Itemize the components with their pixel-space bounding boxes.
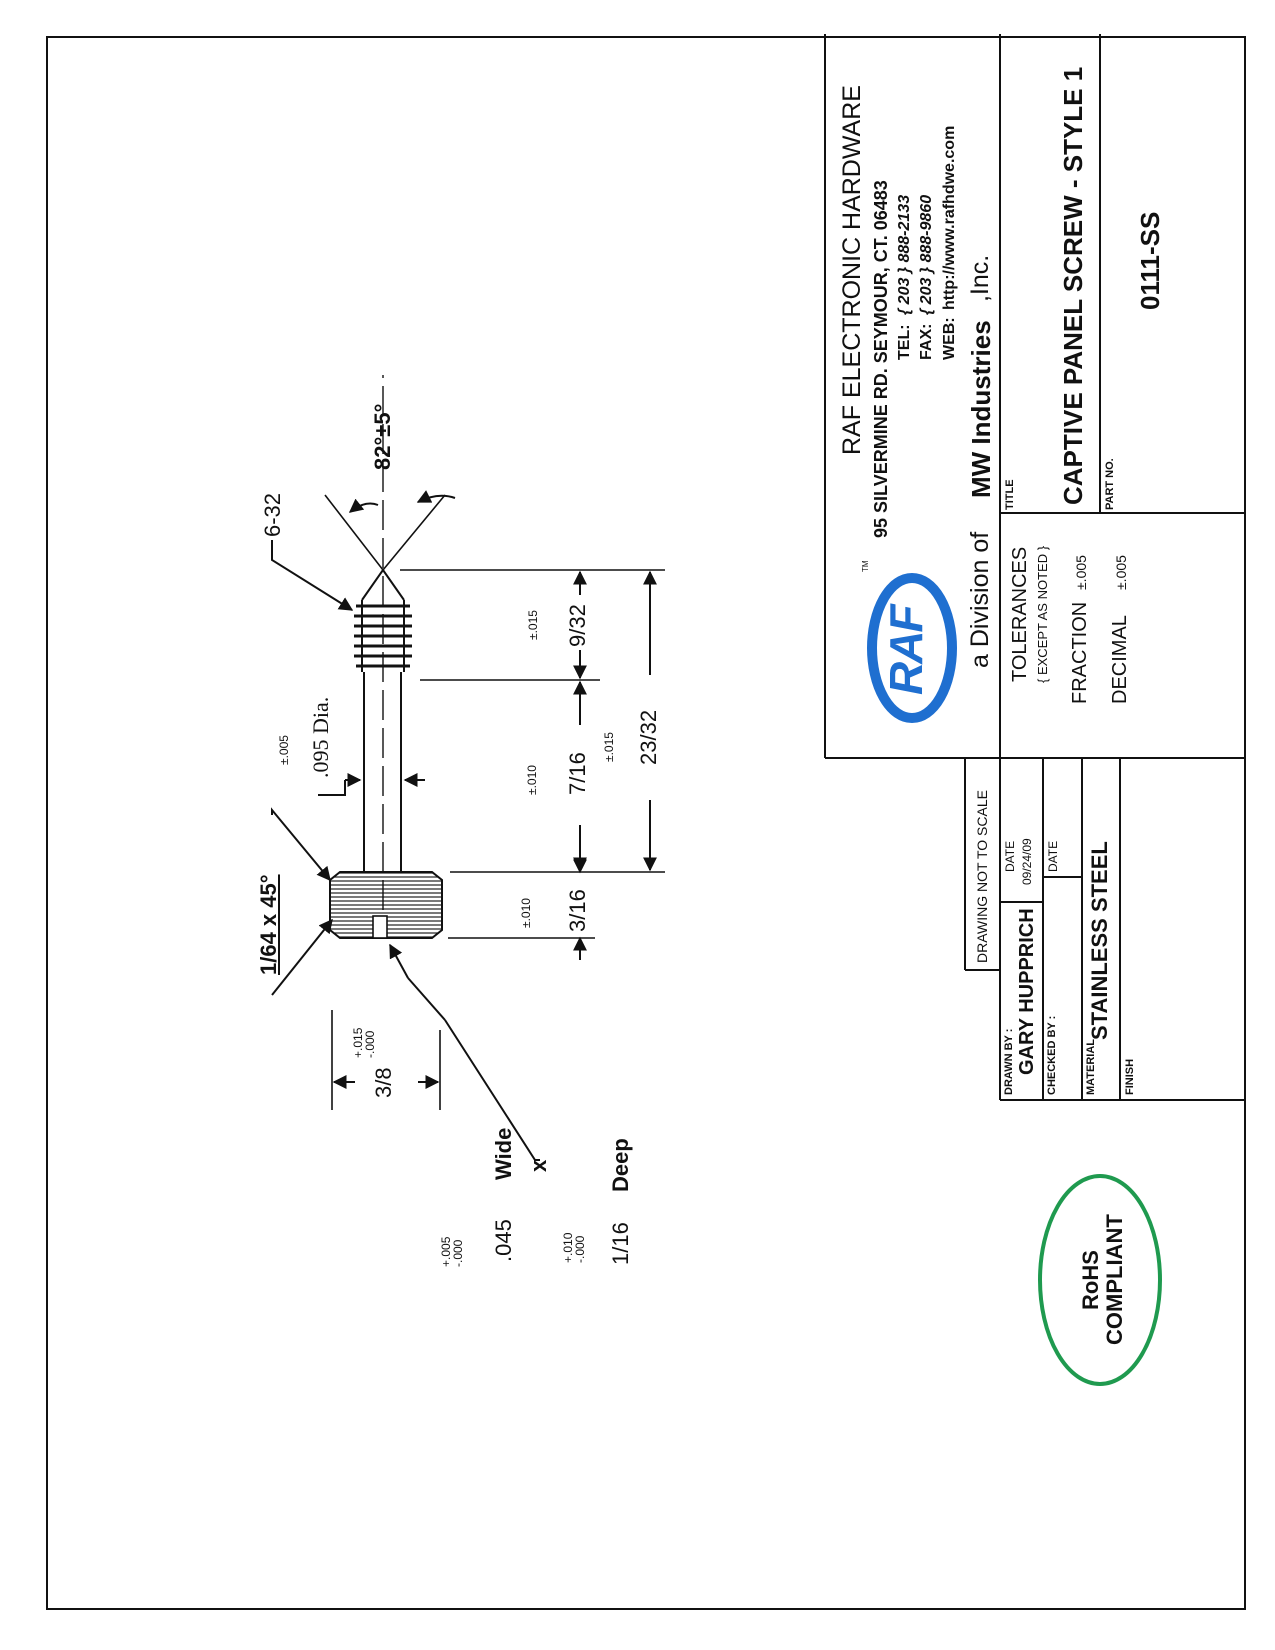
screw-shank: [363, 375, 402, 910]
thread-len-tol: ±.015: [526, 610, 540, 640]
extension-lines: [400, 569, 665, 939]
thread-spec: 6-32: [260, 492, 285, 537]
slot-depth-tol-minus: -.000: [573, 1235, 587, 1263]
slot-depth-tol: +.010 -.000: [561, 1233, 587, 1263]
chamfer-leader: [271, 807, 333, 996]
fax-label: FAX:: [918, 323, 935, 360]
chamfer-label: 1/64 x 45°: [256, 874, 281, 975]
title-block-lines: [824, 34, 1246, 1101]
decimal-label: DECIMAL: [1109, 615, 1131, 704]
raf-logo: [867, 573, 957, 723]
raf-logo-text: RAF: [880, 606, 932, 695]
screw-slot: [372, 915, 388, 939]
slot-width-label: Wide: [491, 1127, 516, 1180]
shank-len-tol: ±.010: [525, 765, 539, 795]
shank-dia-dimension: [318, 773, 425, 796]
drawn-by-label: DRAWN BY :: [1003, 1028, 1015, 1095]
material-label: MATERIAL: [1085, 1038, 1097, 1095]
screw-head: [329, 871, 443, 939]
division-prefix: a Division of: [966, 531, 994, 668]
tolerances-note: { EXCEPT AS NOTED }: [1035, 545, 1050, 683]
head-len-tol: ±.010: [519, 898, 533, 928]
part-no-value: 0111-SS: [1135, 211, 1165, 310]
shank-len-label: 7/16: [565, 752, 590, 795]
head-dia-tol: +.015 -.000: [351, 1028, 377, 1058]
title-label: TITLE: [1004, 479, 1016, 510]
fax-value: { 203 } 888-9860: [918, 194, 935, 315]
tel-value: { 203 } 888-2133: [896, 194, 913, 315]
slot-depth-value: 1/16: [608, 1222, 633, 1265]
thread-leader: [271, 540, 354, 611]
drawn-by-value: GARY HUPPRICH: [1016, 908, 1038, 1075]
head-dia-dim: [331, 1010, 441, 1110]
rohs-ellipse: [1038, 1174, 1162, 1386]
rohs-line2: COMPLIANT: [1102, 1214, 1127, 1345]
material-value: STAINLESS STEEL: [1087, 841, 1112, 1040]
slot-width-tol-minus: -.000: [451, 1239, 465, 1267]
rohs-line1: RoHS: [1078, 1250, 1103, 1310]
division-name: MW Industries: [966, 320, 996, 498]
overall-len-tol: ±.015: [602, 732, 616, 762]
slot-width-value: .045: [491, 1219, 516, 1262]
date-label: DATE: [1003, 840, 1017, 872]
slot-leader: [389, 943, 540, 1161]
head-len-label: 3/16: [565, 889, 590, 932]
tolerances-label: TOLERANCES: [1009, 546, 1031, 682]
head-dia-tol-minus: -.000: [363, 1030, 377, 1058]
angle-spec: 82°±5°: [370, 403, 395, 470]
decimal-tol: ±.005: [1113, 555, 1129, 590]
head-dia-label: 3/8: [371, 1067, 396, 1098]
fraction-label: FRACTION: [1069, 601, 1091, 704]
slot-x: x: [526, 1159, 551, 1172]
web-value: http://www.rafhdwe.com: [941, 125, 958, 310]
web-label: WEB:: [941, 317, 958, 360]
finish-label: FINISH: [1124, 1058, 1136, 1095]
tel-label: TEL:: [896, 324, 913, 360]
slot-width-tol: +.005 -.000: [439, 1237, 465, 1267]
company-name: RAF ELECTRONIC HARDWARE: [838, 85, 866, 455]
company-address: 95 SILVERMINE RD. SEYMOUR, CT. 06483: [871, 180, 891, 538]
shank-dia-tol: ±.005: [277, 735, 291, 765]
raf-tm: TM: [861, 560, 870, 572]
shank-dia-label: .095 Dia.: [308, 696, 333, 778]
slot-depth-label: Deep: [608, 1138, 633, 1192]
overall-len-label: 23/32: [636, 709, 661, 765]
angle-construction: [324, 490, 456, 571]
title-value: CAPTIVE PANEL SCREW - STYLE 1: [1058, 66, 1088, 505]
thread-len-label: 9/32: [565, 604, 590, 647]
fraction-tol: ±.005: [1073, 555, 1089, 590]
scale-note: DRAWING NOT TO SCALE: [974, 790, 990, 963]
division-suffix: ,Inc.: [966, 254, 994, 302]
part-no-label: PART NO.: [1104, 458, 1116, 510]
checked-date-label: DATE: [1046, 840, 1060, 872]
checked-by-label: CHECKED BY :: [1046, 1015, 1058, 1095]
date-value: 09/24/09: [1020, 838, 1034, 885]
